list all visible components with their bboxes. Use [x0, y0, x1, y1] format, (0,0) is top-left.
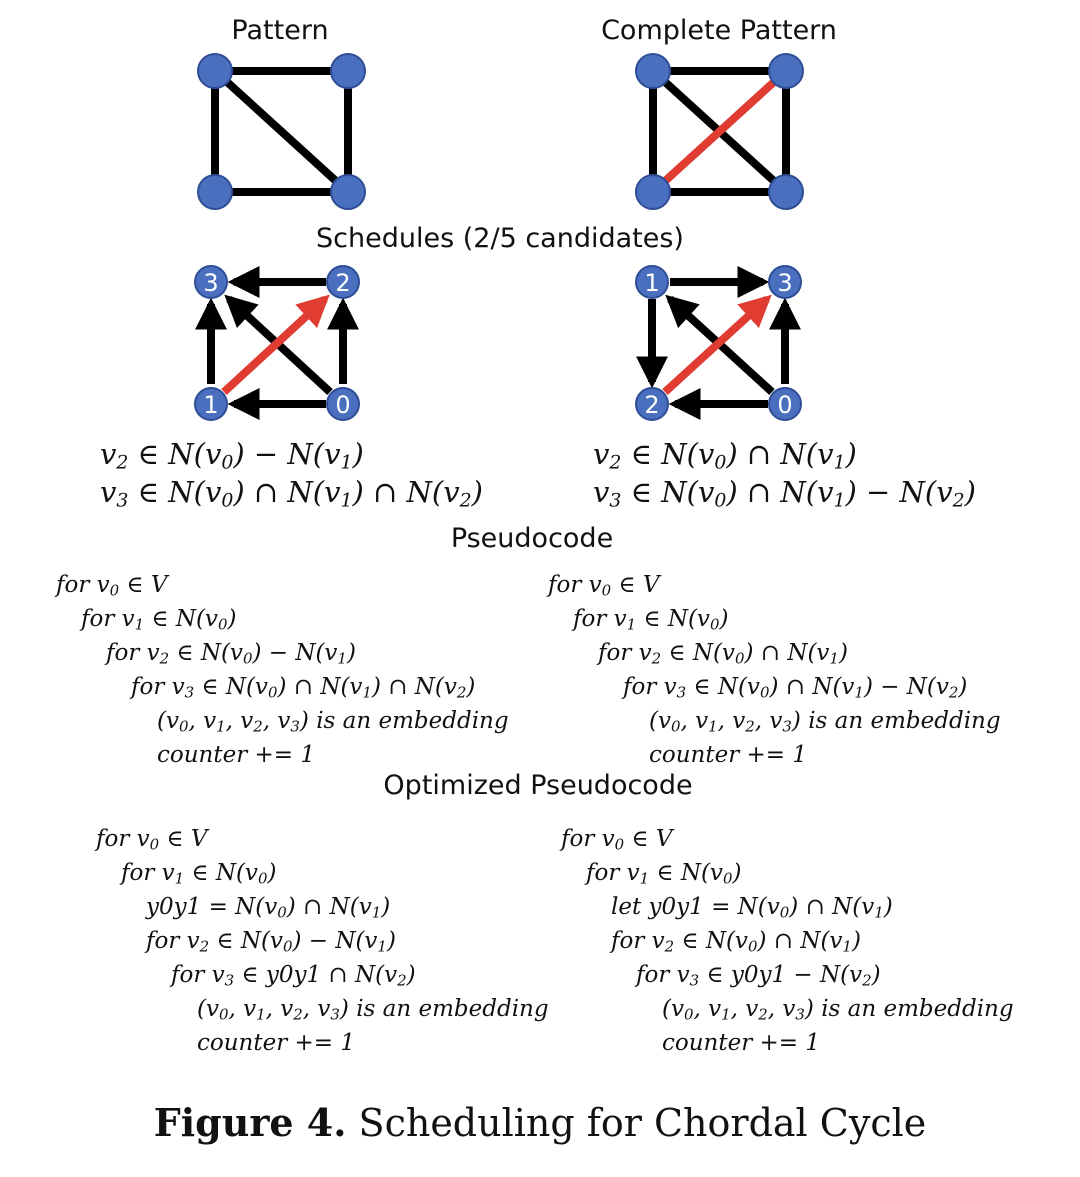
pattern-node-top-left [197, 53, 233, 89]
schedule-right-node [635, 387, 669, 421]
optimized-pseudocode-right: for v0 ∈ V for v1 ∈ N(v0) let y0y1 = N(v… [561, 822, 1014, 1060]
edge-diagonal [211, 67, 352, 196]
code-line: for v2 ∈ N(v0) ∩ N(v1) [598, 640, 848, 668]
schedule-right-node [768, 265, 802, 299]
pattern-node-bottom-left [197, 174, 233, 210]
node-label: 3 [203, 269, 218, 297]
code-line: for v0 ∈ V [548, 572, 660, 600]
schedule-right-node [635, 265, 669, 299]
code-line: for v3 ∈ y0y1 ∩ N(v2) [171, 962, 416, 990]
pattern-node-bottom-right [330, 174, 366, 210]
node-label: 3 [777, 269, 792, 297]
schedule-right-constraints: v2 ∈ N(v0) ∩ N(v1) v3 ∈ N(v0) ∩ N(v1) − … [593, 435, 976, 511]
figure-caption: Figure 4. Scheduling for Chordal Cycle [0, 1100, 1080, 1145]
code-line: for v0 ∈ V [56, 572, 168, 600]
code-line: for v1 ∈ N(v0) [121, 860, 277, 888]
highlight-edge [649, 67, 790, 196]
constraint-line: v3 ∈ N(v0) ∩ N(v1) − N(v2) [593, 475, 976, 512]
schedule-left-graph [195, 266, 359, 420]
schedule-right-graph [636, 266, 801, 420]
code-line: counter += 1 [157, 742, 316, 768]
node-label: 2 [335, 269, 350, 297]
code-line: (v0, v1, v2, v3) is an embedding [649, 708, 1001, 736]
complete-node-bottom-right [768, 174, 804, 210]
constraint-line: v3 ∈ N(v0) ∩ N(v1) ∩ N(v2) [100, 475, 483, 512]
code-line: y0y1 = N(v0) ∩ N(v1) [146, 894, 391, 922]
pattern-label: Pattern [231, 15, 329, 46]
code-line: (v0, v1, v2, v3) is an embedding [197, 996, 549, 1024]
code-line: for v2 ∈ N(v0) − N(v1) [106, 640, 356, 668]
optimized-pseudocode-label: Optimized Pseudocode [383, 770, 693, 801]
complete-pattern-label: Complete Pattern [601, 15, 837, 46]
constraint-line: v2 ∈ N(v0) ∩ N(v1) [593, 437, 857, 474]
code-line: for v2 ∈ N(v0) ∩ N(v1) [611, 928, 861, 956]
pseudocode-label: Pseudocode [450, 523, 614, 554]
schedules-label: Schedules (2/5 candidates) [316, 223, 684, 254]
code-line: for v3 ∈ N(v0) ∩ N(v1) − N(v2) [623, 674, 968, 702]
complete-node-top-right [768, 53, 804, 89]
node-label: 2 [644, 391, 659, 419]
schedule-right-nodes: 1 3 2 0 [635, 265, 802, 421]
code-line: counter += 1 [649, 742, 808, 768]
schedule-left-node [194, 265, 228, 299]
code-line: for v3 ∈ N(v0) ∩ N(v1) ∩ N(v2) [131, 674, 476, 702]
arrow-1-to-2-highlight [221, 294, 330, 395]
node-label: 1 [203, 391, 218, 419]
figure-caption-text: Scheduling for Chordal Cycle [346, 1101, 927, 1145]
node-label: 0 [777, 391, 792, 419]
optimized-pseudocode-left: for v0 ∈ V for v1 ∈ N(v0) y0y1 = N(v0) ∩… [96, 822, 549, 1060]
schedule-left-node [194, 387, 228, 421]
schedule-left-nodes: 3 2 1 0 [194, 265, 360, 421]
constraint-line: v2 ∈ N(v0) − N(v1) [100, 437, 364, 474]
complete-node-bottom-left [635, 174, 671, 210]
code-line: (v0, v1, v2, v3) is an embedding [157, 708, 509, 736]
pseudocode-right: for v0 ∈ V for v1 ∈ N(v0) for v2 ∈ N(v0)… [548, 568, 1001, 772]
code-line: for v0 ∈ V [96, 826, 208, 854]
complete-pattern-nodes [635, 53, 804, 210]
complete-node-top-left [635, 53, 671, 89]
code-line: for v1 ∈ N(v0) [81, 606, 237, 634]
pattern-node-top-right [330, 53, 366, 89]
pattern-nodes [197, 53, 366, 210]
figure-label: Figure 4. [153, 1100, 347, 1145]
code-line: let y0y1 = N(v0) ∩ N(v1) [611, 894, 893, 922]
code-line: for v0 ∈ V [561, 826, 673, 854]
code-line: for v3 ∈ y0y1 − N(v2) [636, 962, 881, 990]
code-line: counter += 1 [197, 1030, 356, 1056]
code-line: for v2 ∈ N(v0) − N(v1) [146, 928, 396, 956]
node-label: 0 [335, 391, 350, 419]
code-line: (v0, v1, v2, v3) is an embedding [662, 996, 1014, 1024]
schedule-left-constraints: v2 ∈ N(v0) − N(v1) v3 ∈ N(v0) ∩ N(v1) ∩ … [100, 435, 483, 511]
schedule-left-node [326, 387, 360, 421]
pattern-graph [211, 67, 352, 196]
schedule-right-node [768, 387, 802, 421]
code-line: for v1 ∈ N(v0) [573, 606, 729, 634]
code-line: for v1 ∈ N(v0) [586, 860, 742, 888]
complete-pattern-graph [649, 67, 790, 196]
arrow-2-to-3-highlight [662, 294, 772, 395]
pseudocode-left: for v0 ∈ V for v1 ∈ N(v0) for v2 ∈ N(v0)… [56, 568, 509, 772]
node-label: 1 [644, 269, 659, 297]
code-line: counter += 1 [662, 1030, 821, 1056]
schedule-left-node [326, 265, 360, 299]
